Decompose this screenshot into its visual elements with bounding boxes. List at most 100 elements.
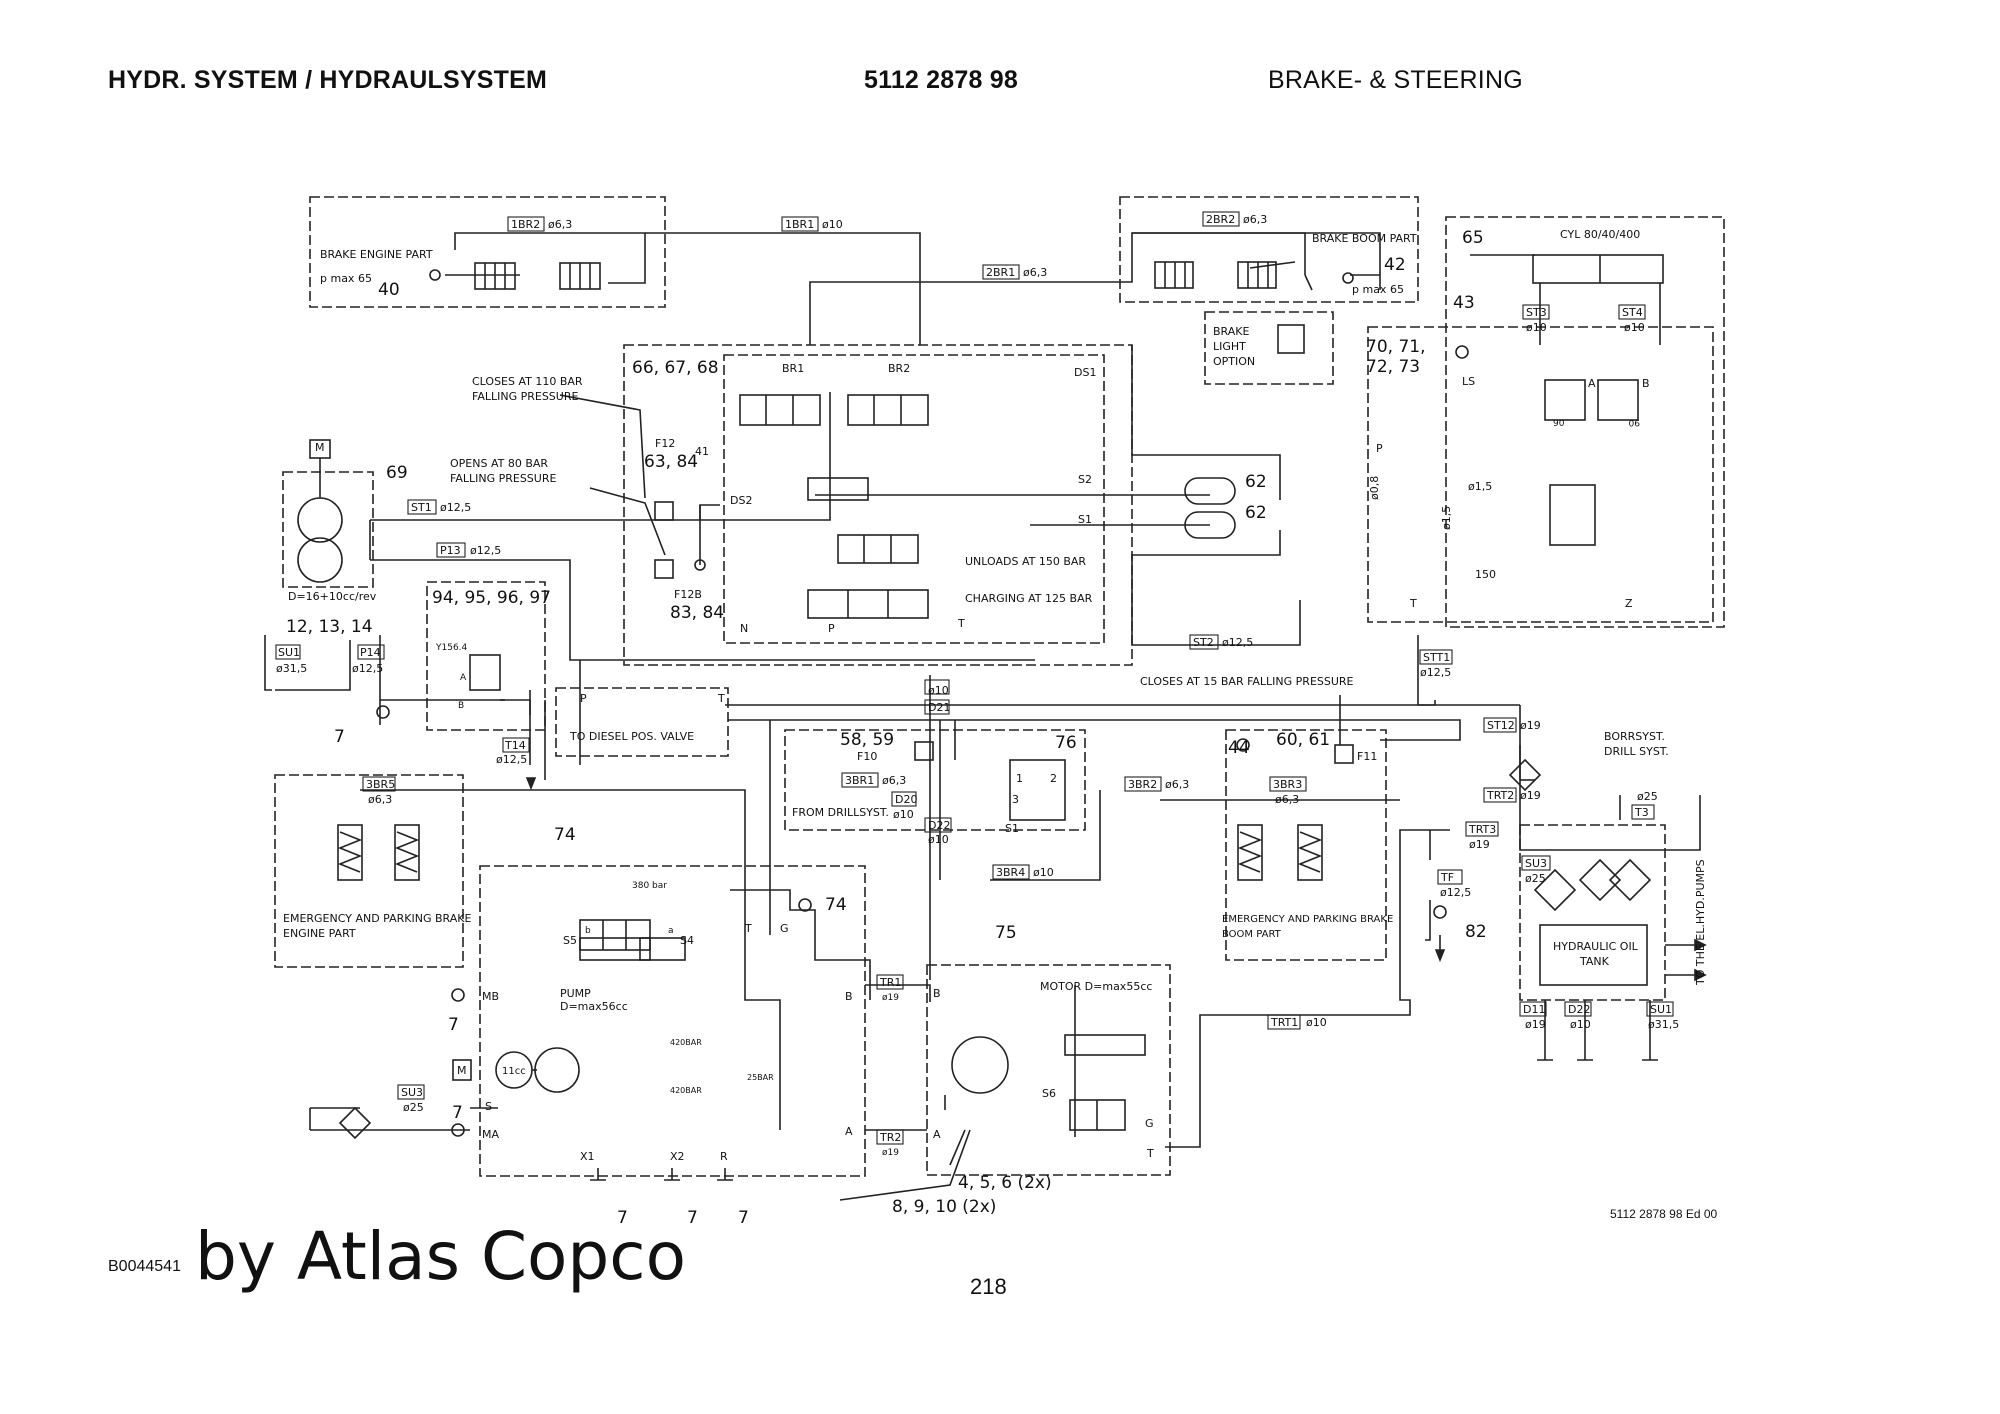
line-tags: 1BR2 ø6,3 1BR1 ø10 2BR2 ø6,3 2BR1 ø6,3 S…	[276, 213, 1679, 1158]
port-label: N	[740, 622, 748, 635]
port-label: X2	[670, 1150, 685, 1163]
port-label: S4	[680, 934, 694, 947]
page-number: 218	[970, 1274, 1007, 1299]
port-label: a	[668, 926, 674, 936]
line-tag: ST3	[1526, 306, 1547, 319]
tank-label-1: HYDRAULIC OIL	[1553, 940, 1639, 953]
note-closes-110: CLOSES AT 110 BAR	[472, 375, 583, 388]
note-opens-80-b: FALLING PRESSURE	[450, 472, 556, 485]
item-label: 62	[1245, 503, 1267, 523]
port-label: G	[1145, 1117, 1154, 1130]
item-label: 69	[386, 463, 408, 483]
line-tag: T3	[1634, 806, 1649, 819]
item-label: 7	[617, 1208, 628, 1228]
line-tag: ø6,3	[882, 774, 906, 787]
line-tag: SU1	[278, 646, 300, 659]
filters	[338, 758, 1652, 1140]
item-label: 74	[554, 825, 576, 845]
line-tag: P13	[440, 544, 461, 557]
port-label: F10	[857, 750, 877, 763]
line-tag: TRT2	[1486, 789, 1514, 802]
brake-boom-label: BRAKE BOOM PART	[1312, 232, 1417, 245]
port-label: S1	[1005, 822, 1019, 835]
hydraulic-lines	[275, 232, 1701, 1148]
item-label: 44	[1228, 738, 1250, 758]
valve58-box	[784, 729, 1086, 831]
line-tag: ø12,5	[496, 753, 527, 766]
brake-cylinders	[474, 261, 1277, 290]
port-label: 25BAR	[747, 1073, 774, 1082]
ground-arrows	[264, 635, 1658, 1181]
item-label: 40	[378, 280, 400, 300]
port-label: S2	[1078, 473, 1092, 486]
line-tag: ø12,5	[352, 662, 383, 675]
port-label: T	[717, 692, 725, 705]
port-label: 380 bar	[632, 881, 667, 891]
emergency-engine-2: ENGINE PART	[283, 927, 356, 940]
line-tag: ST12	[1487, 719, 1515, 732]
tag-boxes	[275, 211, 1674, 1145]
line-tag: ø6,3	[368, 793, 392, 806]
item-label: 76	[1055, 733, 1077, 753]
line-tag: ø6,3	[1243, 213, 1267, 226]
line-tag: ø12,5	[470, 544, 501, 557]
port-label: 90	[1628, 417, 1640, 427]
item-label: 7	[452, 1103, 463, 1123]
port-label: T	[1146, 1147, 1154, 1160]
line-tag: ø10	[1033, 866, 1054, 879]
line-tag: TRT3	[1468, 823, 1496, 836]
port-label: Y156.4	[435, 643, 468, 653]
borr-label-1: BORRSYST.	[1604, 730, 1665, 743]
note-closes-110-b: FALLING PRESSURE	[472, 390, 578, 403]
port-label: P	[1376, 442, 1383, 455]
item-label: 70, 71,	[1366, 337, 1425, 357]
line-tag: ø10	[1624, 321, 1645, 334]
line-tag: ø19	[882, 1148, 899, 1158]
brake-engine-label: BRAKE ENGINE PART	[320, 248, 433, 261]
to-pumps-label: TO THE EL.HYD.PUMPS	[1694, 859, 1707, 986]
line-tag: 3BR4	[996, 866, 1025, 879]
port-label: P	[828, 622, 835, 635]
footer-code: B0044541	[108, 1258, 181, 1275]
line-tag: ø19	[1469, 838, 1490, 851]
brake-boom-box	[1119, 196, 1419, 303]
port-label: MA	[482, 1128, 499, 1141]
brake-boom-pmax: p max 65	[1352, 283, 1404, 296]
pump-label-1: PUMP	[560, 987, 591, 1000]
note-charging-125: CHARGING AT 125 BAR	[965, 592, 1093, 605]
spring-brakes	[337, 824, 1323, 881]
line-tag: ø10	[1526, 321, 1547, 334]
port-labels: BR1 BR2 DS1 DS2 S2 S1 N P T F12 F12B F10…	[315, 362, 1650, 1163]
port-label: A	[933, 1128, 941, 1141]
brake-light-2: LIGHT	[1213, 340, 1246, 353]
port-label: B	[845, 990, 853, 1003]
line-tag: ø19	[1520, 719, 1541, 732]
cylinder-box	[1445, 216, 1725, 628]
line-tag: SU3	[1525, 857, 1547, 870]
item-label: 60, 61	[1276, 730, 1330, 750]
port-label: R	[720, 1150, 728, 1163]
port-label: DS2	[730, 494, 752, 507]
accumulators	[1184, 477, 1236, 539]
line-tag: T14	[504, 739, 526, 752]
line-tag: ø25	[1525, 872, 1546, 885]
item-label: 62	[1245, 472, 1267, 492]
line-tag: 3BR3	[1273, 778, 1302, 791]
item-numbers: 40 42 43 65 66, 67, 68 69 62 62 63, 84 4…	[286, 228, 1487, 1228]
note-unloads-150: UNLOADS AT 150 BAR	[965, 555, 1086, 568]
line-tag: 1BR2	[511, 218, 540, 231]
port-label: 420BAR	[670, 1038, 702, 1047]
brake-light-3: OPTION	[1213, 355, 1255, 368]
emergency-engine-box	[274, 774, 464, 968]
port-label: b	[585, 926, 591, 936]
line-tag: ø6,3	[1165, 778, 1189, 791]
item-label: 4, 5, 6 (2x)	[958, 1173, 1052, 1193]
diesel-box	[555, 687, 729, 757]
item-label: 65	[1462, 228, 1484, 248]
pump-motor-symbols	[297, 439, 1648, 1094]
port-label: A	[845, 1125, 853, 1138]
line-tag: SU3	[401, 1086, 423, 1099]
line-tag: ø10	[928, 833, 949, 846]
item-label: 74	[825, 895, 847, 915]
pump-box	[479, 865, 866, 1177]
